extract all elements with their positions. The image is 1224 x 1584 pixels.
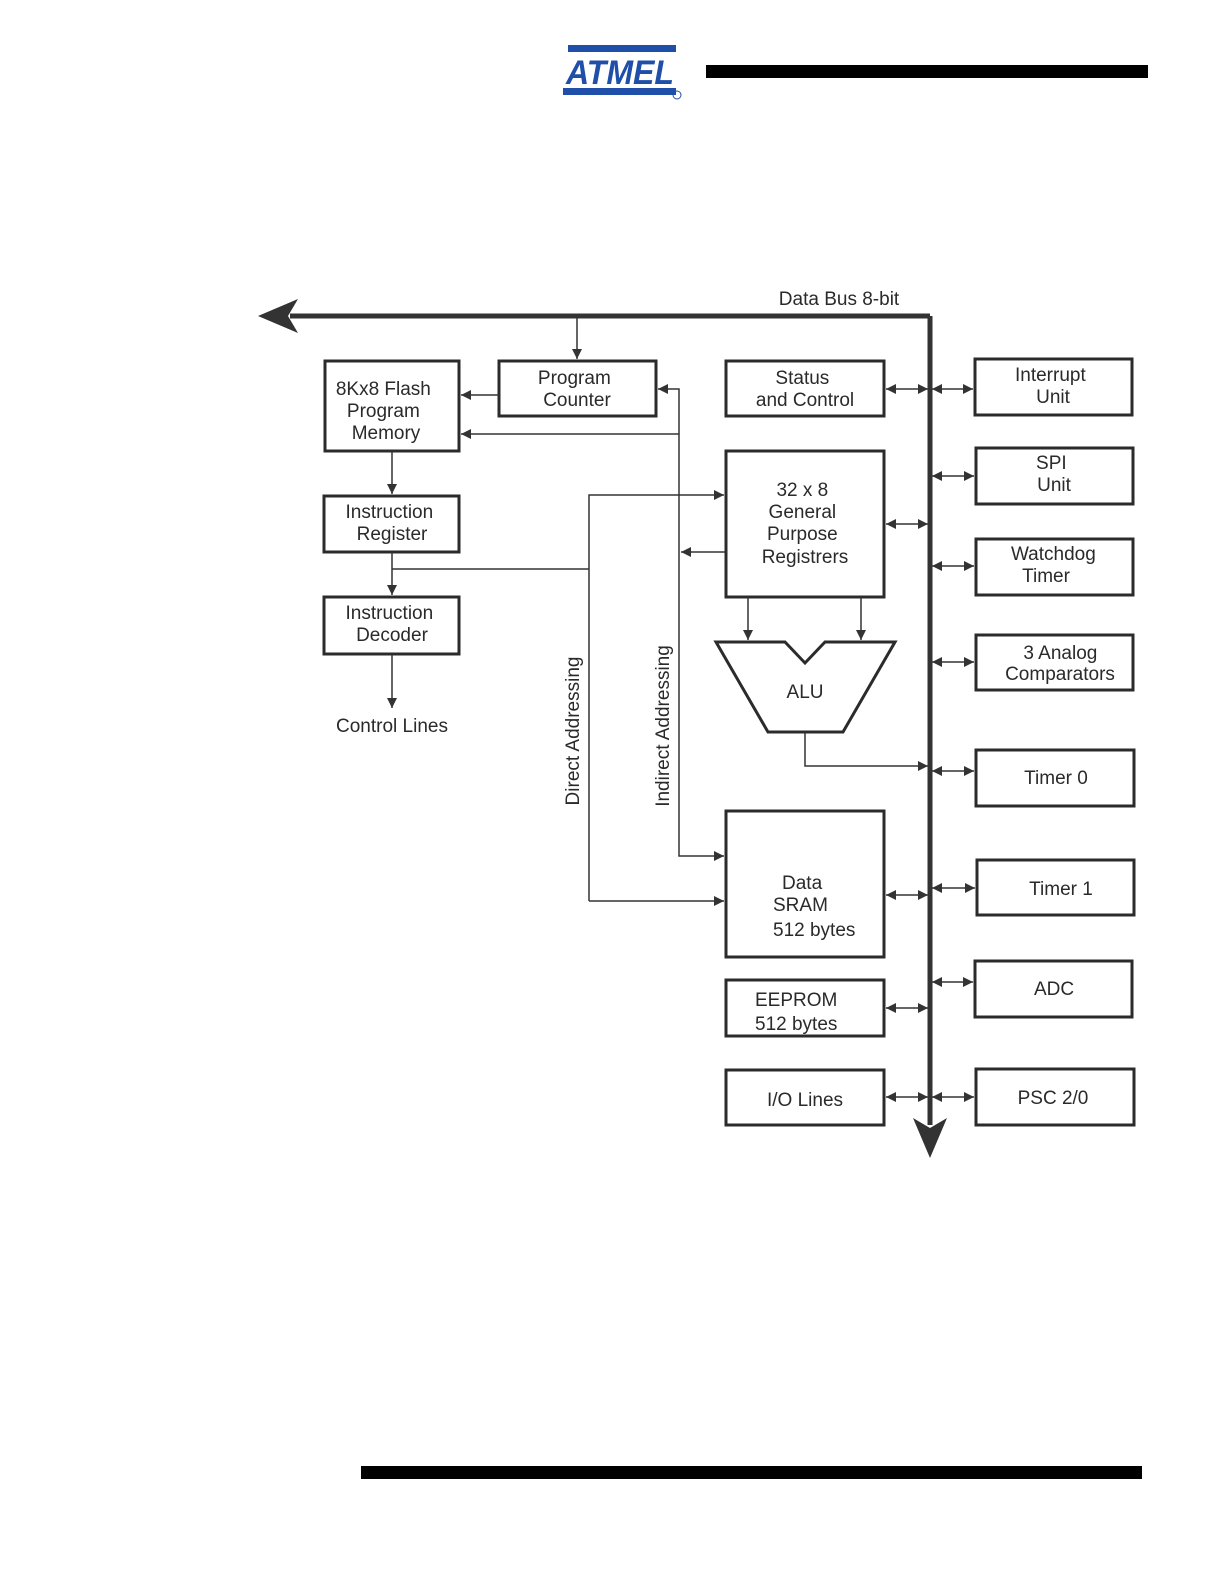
- svg-text:SPI Unit: SPI Unit: [1036, 453, 1072, 496]
- analog-comparators-block: 3 Analog Comparators: [974, 633, 1135, 692]
- io-lines-block: I/O Lines: [724, 1068, 886, 1127]
- instruction-register-line1: Instruction: [346, 502, 434, 523]
- indirect-to-pc-line: [658, 384, 680, 434]
- watchdog-timer-block: Watchdog Timer: [974, 537, 1135, 597]
- instruction-register-line2: Register: [357, 524, 428, 545]
- register-file-line1: 32 x 8: [776, 480, 828, 501]
- watchdog-timer-line1: Watchdog: [1011, 544, 1096, 565]
- register-file-block: 32 x 8 General Purpose Registrers: [724, 449, 886, 599]
- psc-label: PSC 2/0: [1018, 1088, 1089, 1109]
- svg-text:Watchdog Timer: Watchdog Timer: [1011, 544, 1101, 587]
- interrupt-unit-line2: Unit: [1036, 387, 1071, 408]
- program-counter-line2: Counter: [543, 390, 611, 411]
- data-sram-line2: SRAM: [773, 895, 828, 916]
- atmel-logo: ATMEL: [560, 40, 684, 102]
- status-control-line1: Status: [775, 368, 829, 389]
- analog-comparators-line1: 3 Analog: [1023, 643, 1097, 664]
- connections: [387, 316, 975, 1102]
- data-bus-arrow-down: [913, 1118, 947, 1158]
- spi-unit-line1: SPI: [1036, 453, 1067, 474]
- direct-addressing-label: Direct Addressing: [563, 657, 584, 806]
- timer0-block: Timer 0: [974, 748, 1136, 808]
- data-sram-block: Data SRAM 512 bytes: [724, 809, 886, 959]
- timer0-label: Timer 0: [1024, 768, 1088, 789]
- io-lines-label: I/O Lines: [767, 1090, 843, 1111]
- svg-text:8Kx8 Flash Program: 8Kx8 Flash Program Memory: [336, 379, 436, 444]
- data-sram-line3: 512 bytes: [773, 920, 855, 941]
- timer1-label: Timer 1: [1029, 879, 1093, 900]
- flash-memory-line2: Program: [347, 401, 420, 422]
- interrupt-unit-block: Interrupt Unit: [973, 357, 1134, 417]
- instruction-decoder-block: Instruction Decoder: [322, 595, 461, 656]
- footer-rule: [361, 1466, 1142, 1479]
- adc-label: ADC: [1034, 979, 1074, 1000]
- adc-block: ADC: [973, 959, 1134, 1019]
- data-bus-label: Data Bus 8-bit: [779, 289, 900, 310]
- alu-block: ALU: [713, 640, 898, 734]
- spi-unit-block: SPI Unit: [974, 446, 1135, 506]
- eeprom-block: EEPROM 512 bytes: [724, 978, 886, 1038]
- alu-label: ALU: [787, 682, 824, 703]
- flash-memory-line1: 8Kx8 Flash: [336, 379, 431, 400]
- instruction-decoder-line2: Decoder: [356, 625, 428, 646]
- svg-text:Instruction Decoder: Instruction Decoder: [346, 603, 439, 646]
- flash-memory-line3: Memory: [352, 423, 421, 444]
- timer1-block: Timer 1: [975, 858, 1136, 917]
- flash-program-memory-block: 8Kx8 Flash Program Memory: [323, 359, 461, 453]
- eeprom-line2: 512 bytes: [755, 1014, 837, 1035]
- indirect-to-sram-line: [678, 434, 724, 861]
- program-counter-block: Program Counter: [497, 359, 658, 418]
- indirect-addressing-label: Indirect Addressing: [653, 645, 674, 807]
- data-bus: Data Bus 8-bit: [258, 289, 947, 1158]
- svg-text:32 x 8 General Pur: 32 x 8 General Purpose Registrers: [762, 480, 849, 568]
- data-bus-arrow-left: [258, 299, 298, 333]
- header-rule: [706, 65, 1148, 78]
- program-counter-line1: Program: [538, 368, 611, 389]
- svg-text:Instruction Register: Instruction Register: [346, 502, 439, 545]
- eeprom-line1: EEPROM: [755, 990, 837, 1011]
- register-file-line2: General: [769, 502, 837, 523]
- alu-to-bus-line: [804, 732, 928, 771]
- svg-text:Data SRAM 512 byte: Data SRAM 512 bytes: [773, 873, 855, 941]
- control-lines-label: Control Lines: [336, 716, 448, 737]
- svg-text:3 Analog Comparators: 3 Analog Comparators: [1005, 643, 1115, 685]
- logo-text: ATMEL: [565, 54, 674, 92]
- psc-block: PSC 2/0: [974, 1067, 1136, 1127]
- status-control-line2: and Control: [756, 390, 854, 411]
- svg-text:Program Counter: Program Counter: [538, 368, 616, 411]
- svg-text:Interrupt Unit: Interrupt Unit: [1015, 365, 1091, 408]
- status-control-block: Status and Control: [724, 359, 886, 418]
- data-sram-line1: Data: [782, 873, 823, 894]
- svg-text:Status and Control: Status and Control: [756, 368, 854, 411]
- register-file-line4: Registrers: [762, 547, 849, 568]
- interrupt-unit-line1: Interrupt: [1015, 365, 1086, 386]
- instruction-register-block: Instruction Register: [322, 494, 461, 554]
- spi-unit-line2: Unit: [1037, 475, 1072, 496]
- analog-comparators-line2: Comparators: [1005, 664, 1115, 685]
- register-file-line3: Purpose: [767, 524, 838, 545]
- svg-text:EEPROM 512 bytes: EEPROM 512 bytes: [755, 990, 843, 1035]
- watchdog-timer-line2: Timer: [1022, 566, 1071, 587]
- instruction-decoder-line1: Instruction: [346, 603, 434, 624]
